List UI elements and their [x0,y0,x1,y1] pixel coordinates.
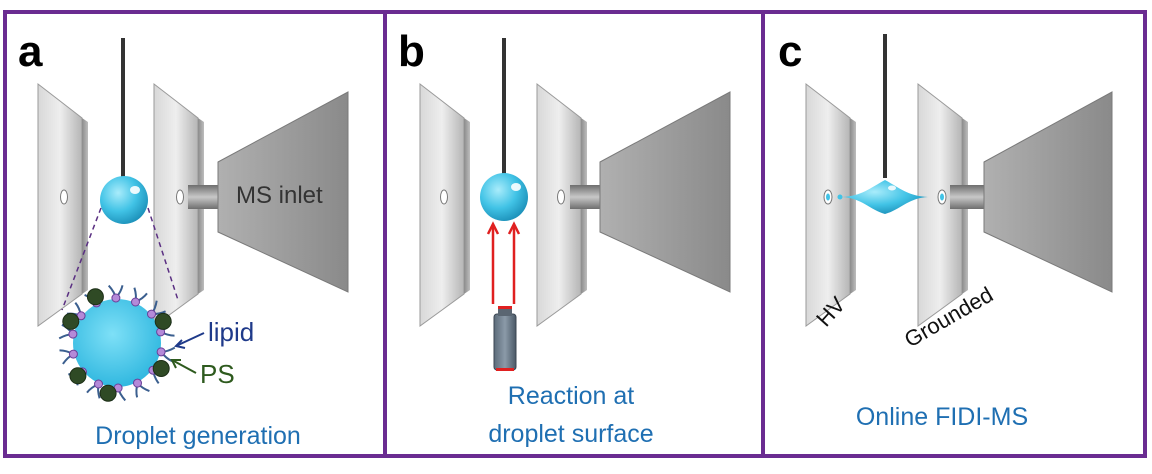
droplet-highlight [888,185,896,191]
panel-letter: c [778,27,802,76]
ps-particle [62,312,80,330]
electrode-plate [37,82,88,327]
laser-arrowhead [486,221,500,235]
lipid-headgroup [156,347,166,357]
lipid-headgroup [68,329,78,339]
panel-caption: Droplet generation [95,422,301,450]
lipid-headgroup [133,378,142,388]
droplet [100,176,148,224]
electrode-plate [419,82,470,327]
lipid-label: lipid [208,317,254,347]
light-source [493,306,517,371]
lipid-coated-droplet [58,284,176,402]
droplet [480,173,528,221]
ms-inlet-tube [188,185,220,209]
electrode-plate [805,82,856,327]
ps-arrow [171,359,197,374]
lipid-arrow [175,332,205,347]
lipid-headgroup [131,297,140,307]
laser-arrowhead [507,221,521,235]
elongated-droplet [842,180,928,214]
ms-inlet-tube [570,185,602,209]
ps-arrowhead [170,359,181,369]
panel-c: c HV Grounded Online FIDI-MS [778,27,1113,431]
ms-inlet-tube [950,185,986,209]
plate-aperture [176,189,184,205]
panel-caption: Reaction at [508,382,635,410]
panel-caption: droplet surface [488,420,653,448]
panel-letter: b [398,27,425,76]
outer-frame [3,10,1147,458]
lipid-headgroup [111,293,121,303]
plate-aperture [440,189,448,205]
lipid-headgroup [147,309,156,319]
droplet-highlight [130,186,140,194]
plate-aperture [60,189,68,205]
mass-spectrometer [599,91,731,293]
plate-aperture [557,189,565,205]
ion-jet [940,193,944,201]
emitted-microdroplet [837,194,843,200]
ps-particle [86,288,104,306]
mass-spectrometer [983,91,1113,293]
panel-a: a MS inlet lipid [18,27,349,450]
lipid-arrowhead [174,339,186,349]
ps-label: PS [200,359,235,389]
zoom-line [61,207,102,311]
ms-inlet-label: MS inlet [236,182,323,209]
lipid-headgroup [68,349,78,359]
ps-particle [152,360,170,377]
ps-particle [154,312,172,330]
ps-particle [99,384,117,402]
panel-b: b Reaction at droplet surface [398,27,731,448]
panel-caption: Online FIDI-MS [856,403,1028,431]
ion-jet [826,193,830,201]
droplet-highlight [511,183,521,191]
ps-particle [69,367,87,385]
lipid-headgroup [94,379,103,389]
mass-spectrometer [217,91,349,293]
zoom-line [147,207,179,301]
panel-letter: a [18,27,43,76]
electrode-plate [917,82,968,327]
